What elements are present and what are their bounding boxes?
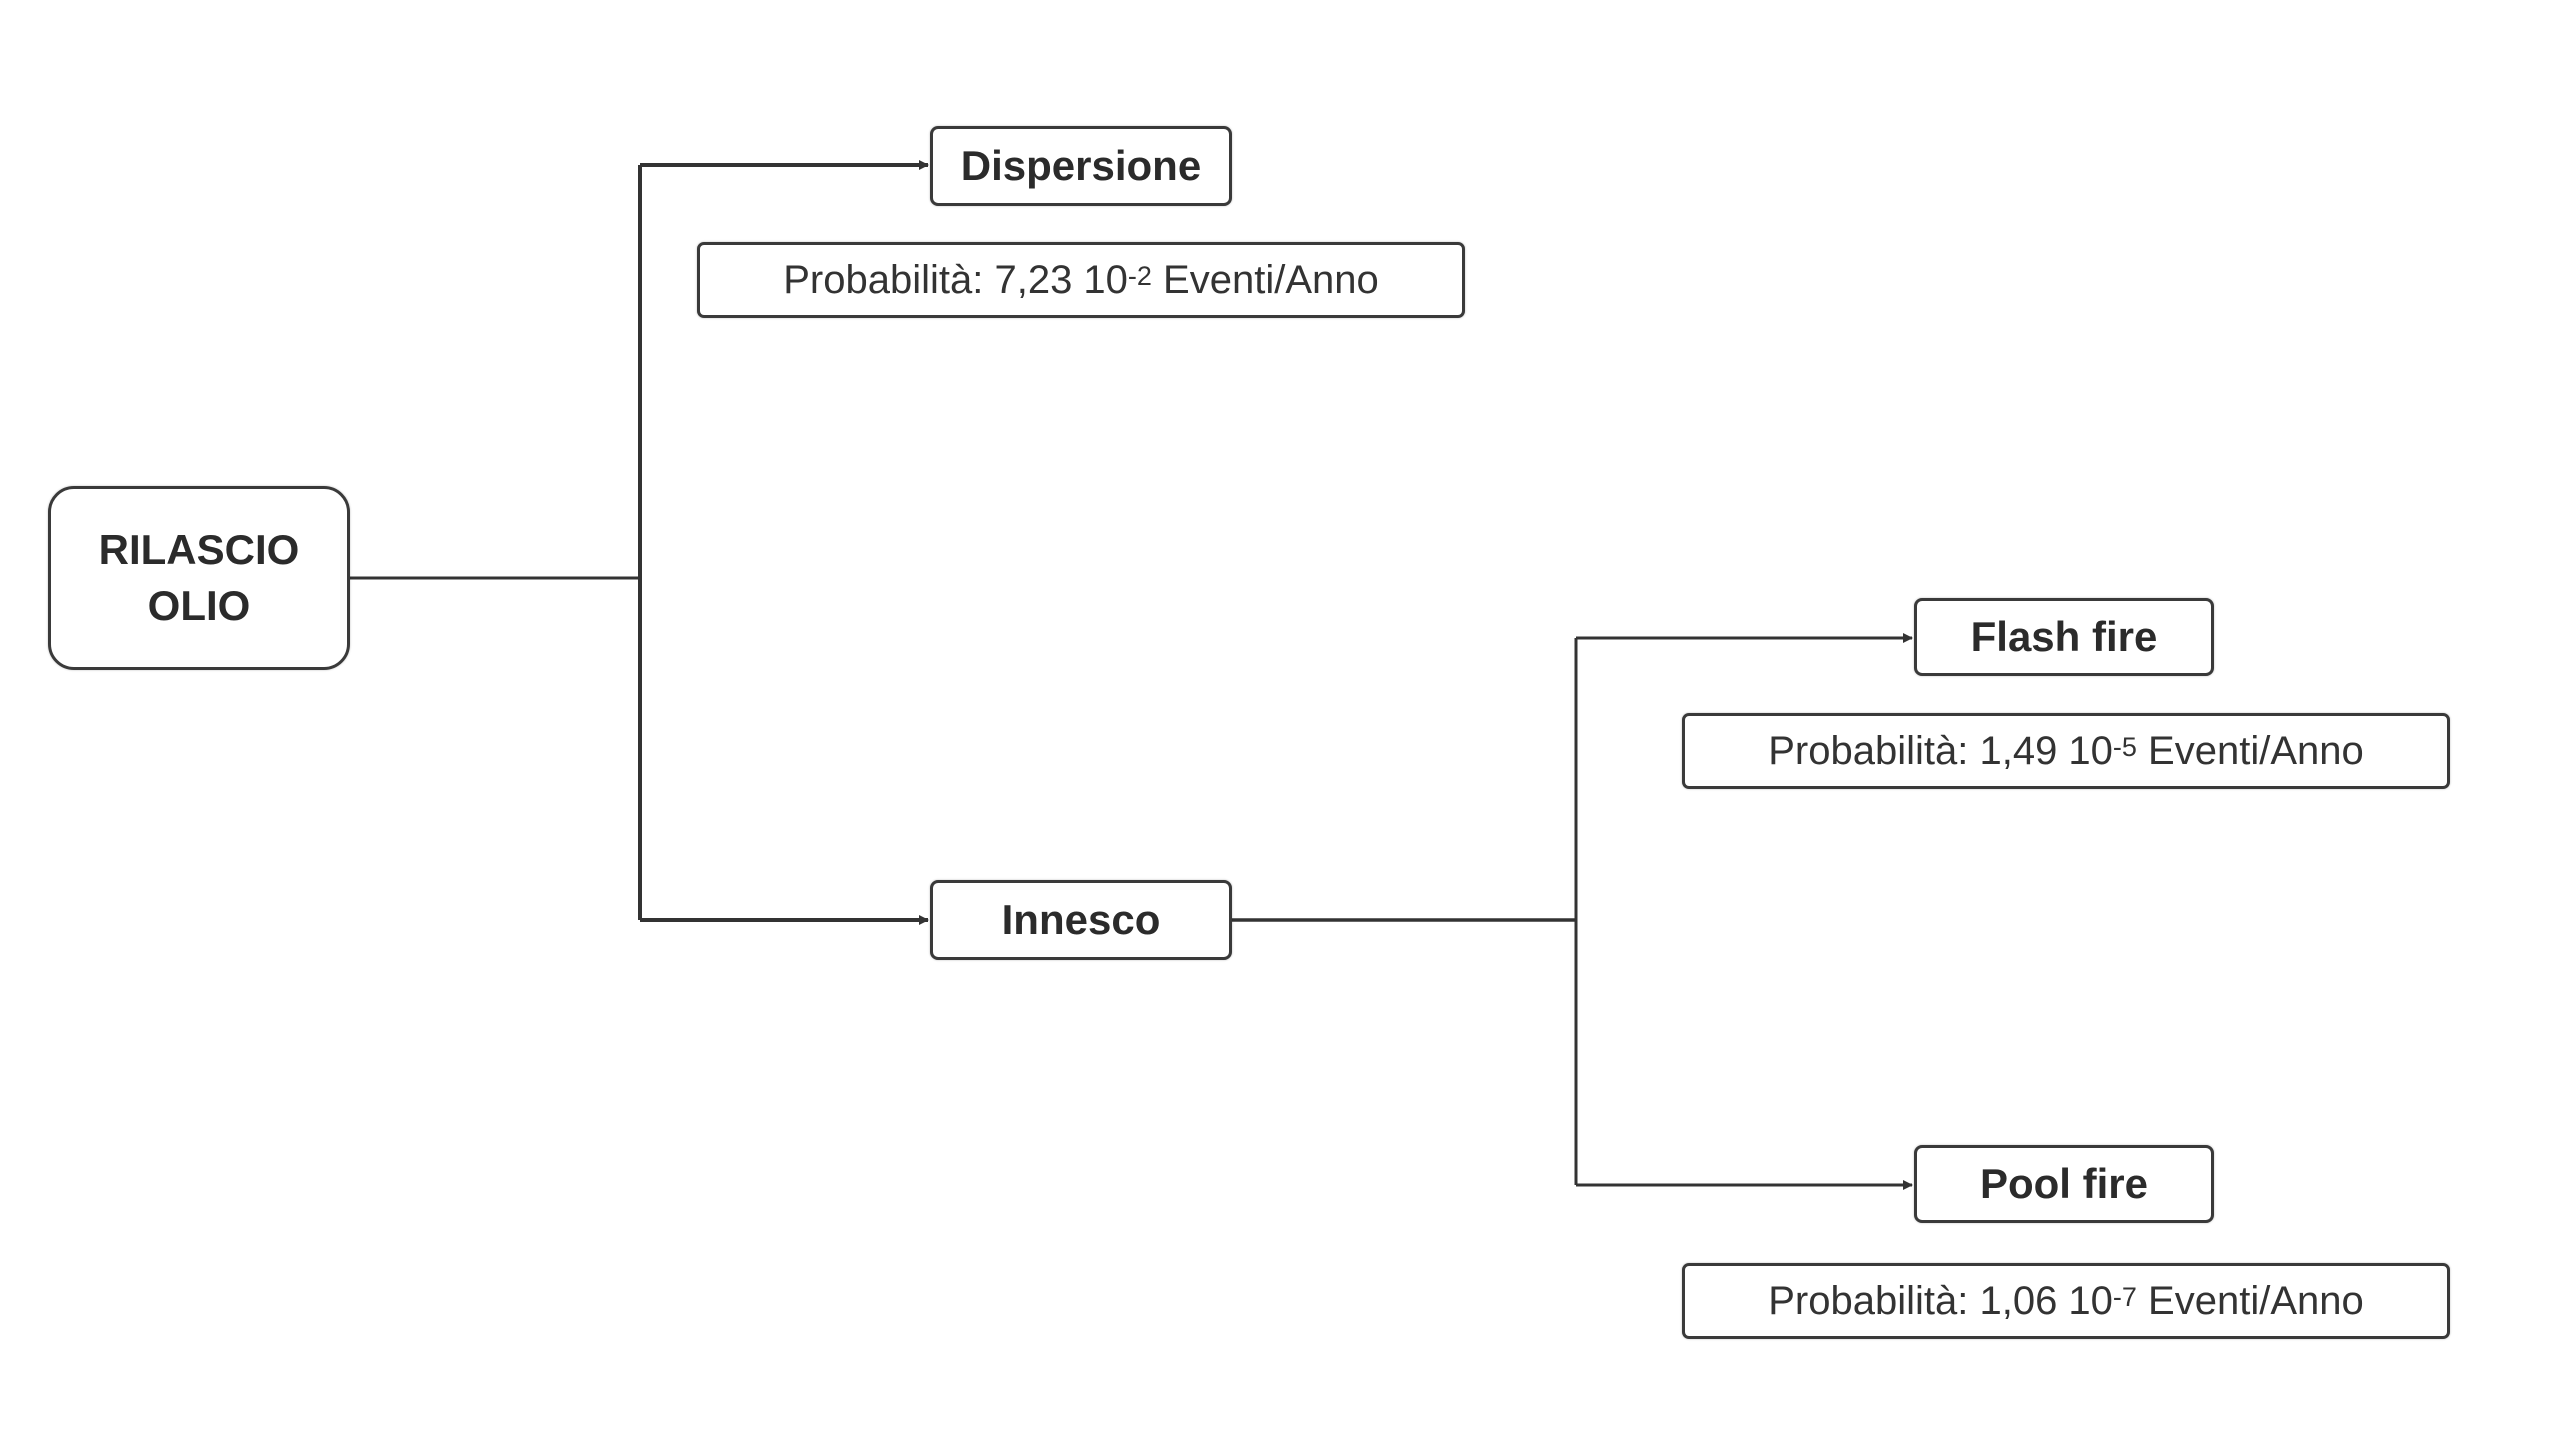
probability-flash-fire-prefix: Probabilità: 1,49 10 [1768,728,2113,773]
node-pool-fire: Pool fire [1914,1145,2214,1223]
node-innesco-label: Innesco [1001,896,1161,943]
node-flash-fire: Flash fire [1914,598,2214,676]
probability-pool-fire-prefix: Probabilità: 1,06 10 [1768,1278,2113,1323]
probability-box-dispersione: Probabilità: 7,23 10-2 Eventi/Anno [697,242,1465,318]
node-dispersione-label: Dispersione [960,142,1202,189]
root-node-rilascio-olio: RILASCIO OLIO [48,486,350,670]
probability-flash-fire-suffix: Eventi/Anno [2136,728,2364,773]
probability-box-flash-fire: Probabilità: 1,49 10-5 Eventi/Anno [1682,713,2450,789]
node-dispersione: Dispersione [930,126,1232,206]
probability-dispersione-prefix: Probabilità: 7,23 10 [783,257,1128,302]
root-line-1: RILASCIO [98,526,300,573]
probability-box-pool-fire: Probabilità: 1,06 10-7 Eventi/Anno [1682,1263,2450,1339]
probability-dispersione-suffix: Eventi/Anno [1151,257,1379,302]
node-pool-fire-label: Pool fire [1979,1160,2149,1207]
probability-pool-fire-suffix: Eventi/Anno [2136,1278,2364,1323]
root-line-2: OLIO [147,582,251,629]
node-flash-fire-label: Flash fire [1970,613,2158,660]
node-innesco: Innesco [930,880,1232,960]
